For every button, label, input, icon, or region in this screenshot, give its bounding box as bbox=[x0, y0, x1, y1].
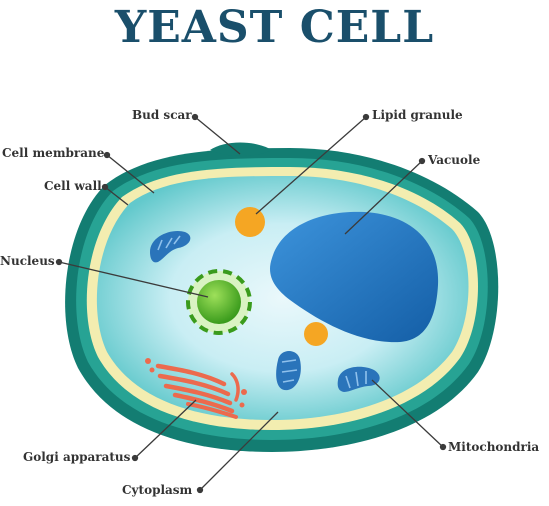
bud-scar bbox=[210, 142, 272, 156]
label-vacuole: Vacuole bbox=[428, 153, 481, 167]
mitochondrion-middle bbox=[276, 351, 301, 391]
vacuole bbox=[270, 211, 439, 343]
nucleus bbox=[197, 280, 241, 324]
label-golgi-apparatus: Golgi apparatus bbox=[23, 450, 131, 464]
label-lipid-granule: Lipid granule bbox=[372, 108, 463, 122]
label-mitochondria: Mitochondria bbox=[448, 440, 540, 454]
leader-lines bbox=[55, 113, 447, 494]
mitochondrion-upper-left bbox=[150, 230, 191, 263]
label-bud-scar: Bud scar bbox=[132, 108, 192, 122]
lipid-granule bbox=[235, 207, 265, 237]
label-cell-membrane: Cell membrane bbox=[2, 146, 105, 160]
label-cytoplasm: Cytoplasm bbox=[122, 483, 193, 497]
lipid-granule-small bbox=[304, 322, 328, 346]
golgi-apparatus bbox=[145, 358, 247, 419]
diagram-title: YEAST CELL bbox=[114, 2, 435, 53]
label-cell-wall: Cell wall bbox=[44, 179, 102, 193]
label-nucleus: Nucleus bbox=[0, 254, 55, 268]
mitochondrion-right bbox=[337, 366, 380, 392]
